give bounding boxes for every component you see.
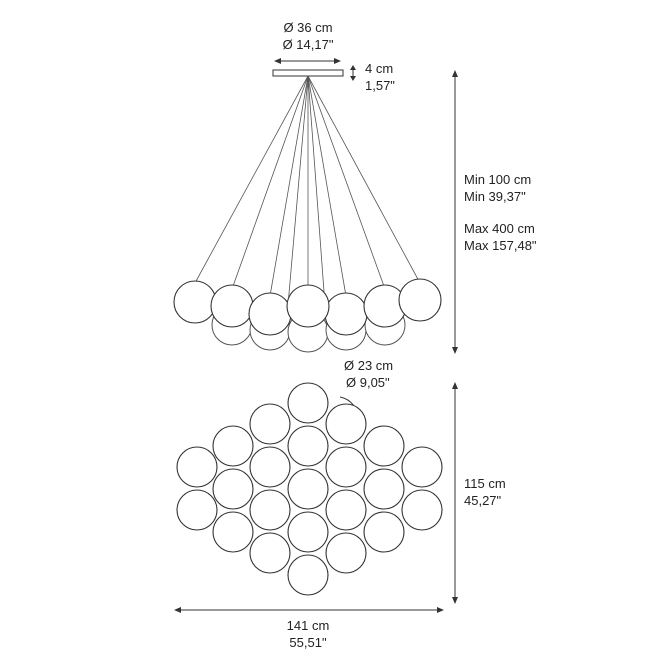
sphere	[210, 284, 254, 328]
sphere	[324, 292, 368, 336]
canopy-diameter-in-label: Ø 14,17"	[283, 37, 334, 52]
sphere	[249, 403, 291, 445]
sphere	[176, 446, 218, 488]
drop-max-cm-label: Max 400 cm	[464, 221, 535, 236]
sphere	[249, 489, 291, 531]
sphere	[325, 403, 367, 445]
sphere	[248, 292, 292, 336]
sphere	[286, 284, 330, 328]
sphere	[325, 446, 367, 488]
sphere	[287, 554, 329, 596]
sphere	[173, 280, 217, 324]
drop-height-dimension	[452, 70, 458, 354]
sphere-diameter-in-label: Ø 9,05"	[346, 375, 390, 390]
drop-min-cm-label: Min 100 cm	[464, 172, 531, 187]
suspension-wires	[194, 75, 421, 306]
sphere	[401, 446, 443, 488]
sphere	[212, 511, 254, 553]
sphere	[176, 489, 218, 531]
sphere	[363, 511, 405, 553]
canopy-width-dimension	[274, 58, 341, 64]
sphere-diameter-cm-label: Ø 23 cm	[344, 358, 393, 373]
sphere	[249, 446, 291, 488]
sphere	[212, 425, 254, 467]
plan-depth-dimension	[452, 382, 458, 604]
drop-max-in-label: Max 157,48"	[464, 238, 537, 253]
sphere	[401, 489, 443, 531]
drop-min-in-label: Min 39,37"	[464, 189, 526, 204]
plan-width-cm-label: 141 cm	[287, 618, 330, 633]
sphere	[212, 468, 254, 510]
sphere	[287, 468, 329, 510]
canopy-height-dimension	[350, 65, 356, 81]
canopy-height-in-label: 1,57"	[365, 78, 395, 93]
sphere	[398, 278, 442, 322]
sphere	[249, 532, 291, 574]
sphere	[325, 532, 367, 574]
sphere	[363, 425, 405, 467]
plan-depth-in-label: 45,27"	[464, 493, 502, 508]
elevation-spheres-front	[173, 278, 442, 336]
plan-width-in-label: 55,51"	[289, 635, 327, 650]
canopy-diameter-cm-label: Ø 36 cm	[283, 20, 332, 35]
canopy-height-cm-label: 4 cm	[365, 61, 393, 76]
canopy	[272, 69, 344, 77]
sphere	[287, 425, 329, 467]
sphere	[287, 382, 329, 424]
sphere	[287, 511, 329, 553]
plan-depth-cm-label: 115 cm	[464, 476, 506, 491]
plan-width-dimension	[174, 607, 444, 613]
plan-view-spheres	[176, 382, 443, 596]
sphere	[363, 468, 405, 510]
sphere	[325, 489, 367, 531]
